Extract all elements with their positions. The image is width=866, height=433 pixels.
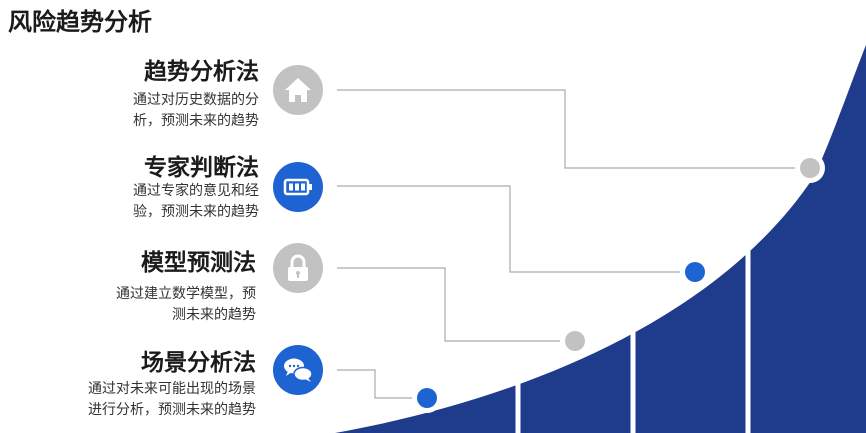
home-icon <box>273 65 323 115</box>
item-title-model-prediction: 模型预测法 <box>141 250 256 276</box>
chat-bubbles-icon <box>273 345 323 395</box>
trend-node <box>685 262 705 282</box>
lock-icon <box>273 243 323 293</box>
battery-icon <box>273 162 323 212</box>
trend-node <box>565 331 585 351</box>
connector-line <box>337 89 810 169</box>
item-title-expert-judgment: 专家判断法 <box>144 155 259 181</box>
item-title-scenario-analysis: 场景分析法 <box>141 350 256 376</box>
item-desc-expert-judgment: 通过专家的意见和经 验，预测未来的趋势 <box>133 183 259 220</box>
connector-line <box>337 185 695 273</box>
item-desc-model-prediction: 通过建立数学模型，预 测未来的趋势 <box>116 286 256 323</box>
trend-node <box>417 388 437 408</box>
item-desc-scenario-analysis: 通过对未来可能出现的场景 进行分析，预测未来的趋势 <box>88 381 256 418</box>
page-title: 风险趋势分析 <box>8 8 152 36</box>
connector-line <box>337 267 575 342</box>
item-desc-trend-analysis: 通过对历史数据的分 析，预测未来的趋势 <box>133 92 259 129</box>
connector-line <box>337 369 427 399</box>
item-title-trend-analysis: 趋势分析法 <box>144 59 259 85</box>
trend-node <box>800 158 820 178</box>
trend-area <box>335 45 866 433</box>
